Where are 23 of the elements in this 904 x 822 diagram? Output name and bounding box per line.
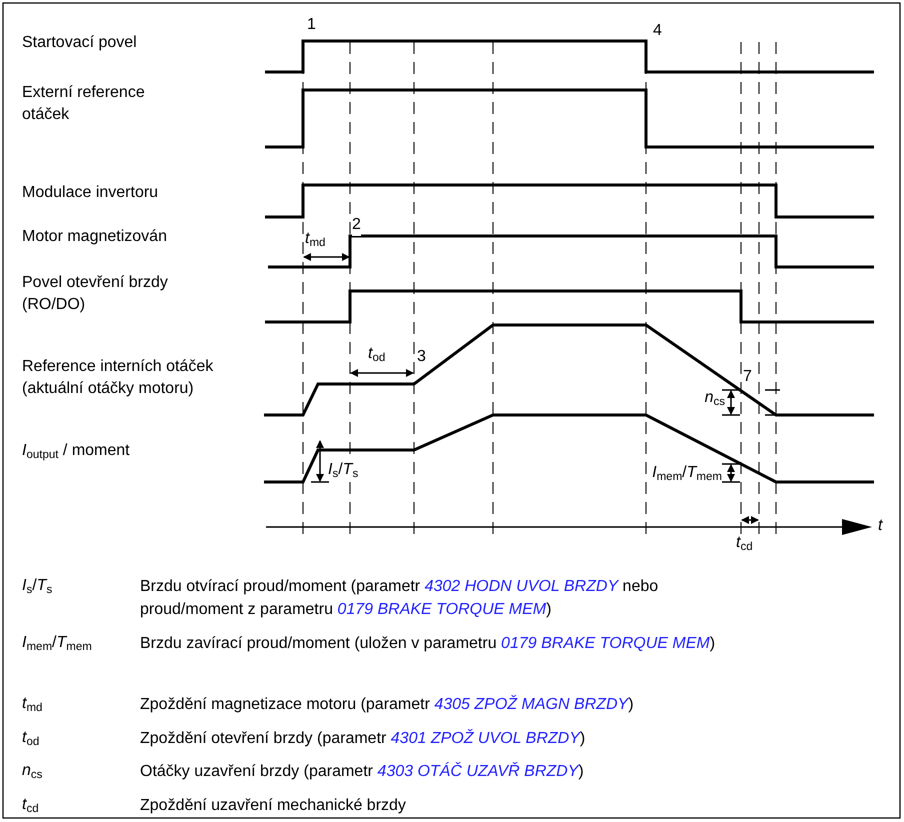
time-label: t$_{md}$ (305, 229, 326, 250)
time-label: t$_{cd}$ (736, 533, 753, 554)
definition-text: Otáčky uzavření brzdy (parametr 4303 OTÁČ UZAVŘ BRZDY) (140, 761, 585, 782)
symbol-label: I$_{s}$/T$_{s}$ (22, 576, 52, 597)
symbol-label: n$_{cs}$ (22, 761, 42, 782)
definition-text: Zpoždění uzavření mechanické brzdy (140, 796, 407, 816)
signal-name: I$_{output}$ / moment (22, 441, 130, 462)
signal-name: Povel otevření brzdy (RO/DO) (22, 273, 169, 315)
signal-name: Motor magnetizován (22, 227, 167, 247)
signal-name: Modulace invertoru (22, 183, 158, 203)
speed-label: n$_{cs}$ (704, 388, 725, 409)
symbol-label: I$_{mem}$/T$_{mem}$ (22, 633, 92, 654)
definition-text: Brzdu zavírací proud/moment (uložen v parametru 0179 BRAKE TORQUE MEM) (140, 634, 716, 654)
signal-name: Externí reference otáček (22, 83, 146, 125)
signal-name: Reference interních otáček (aktuální otáčky motoru) (22, 357, 214, 399)
symbol-label: t$_{od}$ (22, 728, 40, 749)
signal-name: Startovací povel (22, 33, 137, 53)
symbol-label: t$_{md}$ (22, 694, 42, 715)
time-label: t$_{od}$ (368, 344, 386, 365)
definition-text: Brzdu otvírací proud/moment (parametr 4302 HODN UVOL BRZDY nebo proud/moment z parametru 0179 BRAKE TORQUE MEM) (140, 577, 660, 620)
definition-text: Zpoždění otevření brzdy (parametr 4301 ZPOŽ UVOL BRZDY) (140, 728, 586, 749)
definition-text: Zpoždění magnetizace motoru (parametr 4305 ZPOŽ MAGN BRZDY) (140, 694, 635, 715)
symbol-label: t$_{cd}$ (22, 795, 39, 816)
